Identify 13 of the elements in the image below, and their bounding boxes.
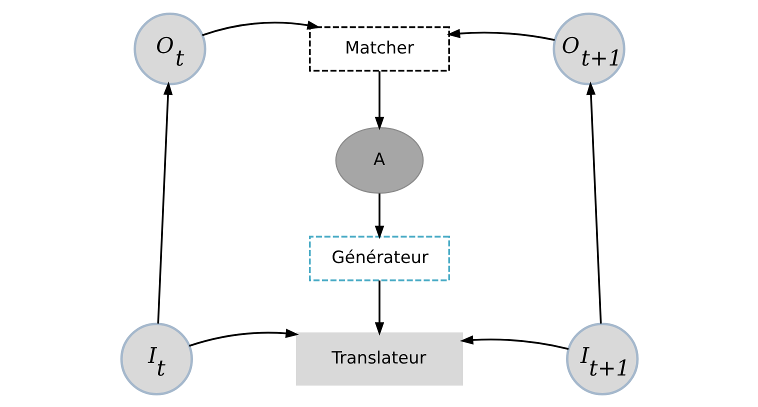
node-ellipse: A [334, 126, 424, 194]
arrow [188, 328, 299, 346]
arrow [156, 81, 172, 324]
node-box: Générateur [308, 235, 450, 281]
arrow [446, 28, 554, 40]
arrow [374, 192, 384, 239]
arrow [374, 70, 384, 130]
arrow [374, 280, 384, 336]
arrow [202, 20, 320, 36]
arrow [459, 334, 568, 350]
arrow [586, 81, 602, 324]
node-box: Translateur [295, 332, 463, 386]
node-box: Matcher [308, 26, 450, 72]
